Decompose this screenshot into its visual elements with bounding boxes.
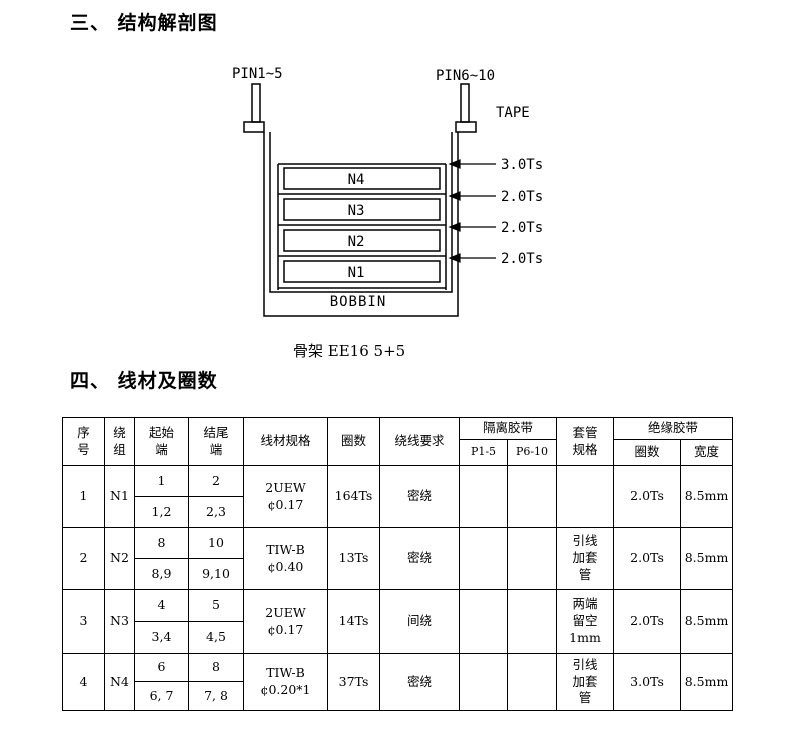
layer-n3-label: N3 xyxy=(348,203,365,219)
tape-arrows xyxy=(448,159,496,263)
tape-turns-2: 2.0Ts xyxy=(501,189,543,205)
layer-n2-label: N2 xyxy=(348,234,365,250)
pin-left xyxy=(251,83,261,123)
bobbin-label: BOBBIN xyxy=(330,294,387,310)
header-winding: 绕组 xyxy=(104,417,135,466)
header-insul-turns: 圈数 xyxy=(613,439,682,466)
table-row: 2 N2 8 10 TIW-B¢0.40 13Ts 密绕 引线加套管 2.0Ts… xyxy=(62,527,734,590)
tape-turns-3: 2.0Ts xyxy=(501,220,543,236)
table-row: 4 N4 6 8 TIW-B¢0.20*1 37Ts 密绕 引线加套管 3.0T… xyxy=(62,653,734,711)
tape-turns-1: 3.0Ts xyxy=(501,157,543,173)
header-end: 结尾端 xyxy=(188,417,244,466)
header-wire: 线材规格 xyxy=(243,417,328,466)
header-sleeve: 套管规格 xyxy=(556,417,615,466)
layer-n3 xyxy=(283,198,441,221)
section3-title: 三、 结构解剖图 xyxy=(70,12,218,34)
layer-n4 xyxy=(283,167,441,190)
header-turns: 圈数 xyxy=(327,417,380,466)
header-barrier: 隔离胶带 xyxy=(458,417,558,440)
structure-diagram: N4 N3 N2 N1 BOBBIN PIN1~5 PIN6~10 TAPE 3… xyxy=(232,66,543,317)
header-insul-width: 宽度 xyxy=(680,439,734,466)
header-seq: 序号 xyxy=(62,417,105,466)
bobbin-outline xyxy=(243,121,477,133)
header-start: 起始端 xyxy=(134,417,189,466)
tape-turns-4: 2.0Ts xyxy=(501,251,543,267)
table-row: 1 N1 1 2 2UEW¢0.17 164Ts 密绕 2.0Ts 8.5mm xyxy=(62,465,734,528)
bobbin-caption: 骨架 EE16 5+5 xyxy=(293,342,406,360)
pin-right xyxy=(460,83,470,123)
header-p1: P1-5 xyxy=(459,439,508,466)
pin-right-label: PIN6~10 xyxy=(436,68,495,84)
layer-n1-label: N1 xyxy=(348,265,365,281)
pin-left-label: PIN1~5 xyxy=(232,66,283,82)
tape-label: TAPE xyxy=(496,105,530,121)
layer-n2 xyxy=(283,229,441,252)
section4-title: 四、 线材及圈数 xyxy=(70,370,218,392)
header-insul: 绝缘胶带 xyxy=(613,417,734,440)
layer-n1 xyxy=(283,260,441,283)
layer-n4-label: N4 xyxy=(348,172,365,188)
header-p6: P6-10 xyxy=(506,439,558,466)
header-method: 绕线要求 xyxy=(379,417,460,466)
wire-spec-table: 序号 绕组 起始端 结尾端 线材规格 圈数 绕线要求 隔离胶带 套管规格 绝缘胶… xyxy=(62,417,734,711)
